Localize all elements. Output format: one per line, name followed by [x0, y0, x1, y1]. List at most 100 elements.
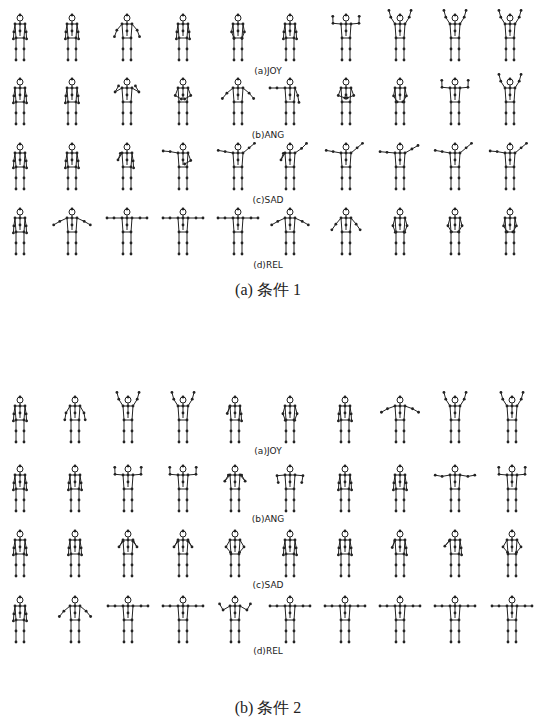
stick-figure [117, 392, 123, 406]
stick-figure [516, 540, 517, 554]
stick-figure [467, 79, 470, 82]
stick-figure [340, 419, 343, 422]
stick-figure [458, 553, 461, 556]
stick-figure [498, 9, 523, 61]
stick-figure [505, 112, 508, 115]
stick-figure [234, 102, 235, 124]
stick-figure [289, 396, 292, 399]
stick-figure [515, 499, 518, 502]
stick-figure [395, 540, 405, 541]
stick-figure [121, 217, 124, 220]
stick-figure [70, 540, 80, 541]
stick-figure [338, 406, 340, 421]
stick-figure [19, 208, 22, 211]
stick-figure [400, 24, 401, 36]
stick-figure [404, 420, 405, 442]
stick-figure [132, 620, 133, 642]
stick-figure [72, 153, 73, 165]
stick-figure [12, 489, 15, 492]
stick-figure [286, 489, 287, 511]
stick-figure [242, 152, 245, 155]
stick-figure [290, 88, 291, 100]
stick-figure [269, 78, 301, 126]
stick-figure [178, 188, 181, 191]
stick-figure [234, 38, 235, 60]
stick-figure [69, 539, 72, 542]
stick-figure [67, 153, 77, 154]
stick-figure [178, 606, 179, 620]
stick-figure [187, 475, 188, 489]
stick-figure [80, 406, 85, 420]
stick-figure [74, 412, 77, 415]
stick-figure [516, 406, 517, 420]
stick-figure [14, 152, 17, 155]
stick-figure [340, 475, 350, 476]
stick-figure [515, 10, 521, 24]
stick-figure [338, 540, 340, 555]
stick-figure [70, 499, 73, 502]
stick-figure [405, 489, 408, 492]
stick-figure [340, 540, 350, 541]
stick-figure [20, 218, 21, 230]
stick-figure [443, 530, 463, 578]
stick-figure [178, 575, 181, 578]
stick-figure [348, 488, 351, 491]
stick-figure [345, 94, 348, 97]
stick-figure [234, 546, 237, 549]
stick-figure [67, 24, 77, 25]
stick-figure [272, 218, 285, 225]
stick-figure [76, 38, 77, 60]
stick-figure [186, 123, 189, 126]
stick-figure [242, 87, 245, 90]
stick-figure [395, 153, 405, 154]
stick-figure [116, 391, 141, 443]
stick-figure [505, 123, 508, 126]
stick-figure [122, 242, 125, 245]
stick-figure [121, 87, 124, 90]
stick-figure [131, 419, 134, 422]
stick-figure [182, 530, 185, 533]
stick-figure [224, 150, 227, 153]
stick-figure [172, 392, 178, 406]
stick-figure [132, 218, 147, 219]
stick-figure [285, 101, 288, 104]
stick-figure [23, 641, 26, 644]
stick-figure [396, 489, 397, 511]
stick-figure [512, 475, 513, 487]
stick-figure [284, 539, 287, 542]
stick-figure [191, 398, 194, 401]
stick-figure [505, 88, 506, 102]
stick-figure [458, 123, 461, 126]
stick-figure [399, 530, 402, 533]
stick-figure [403, 430, 406, 433]
stick-figure [507, 419, 510, 422]
stick-figure [77, 153, 79, 168]
stick-figure [15, 166, 18, 169]
stick-figure [20, 475, 21, 487]
stick-figure [450, 153, 451, 167]
stick-figure [66, 152, 69, 155]
stick-figure [449, 152, 452, 155]
stick-figure [15, 48, 18, 51]
stick-figure [179, 489, 180, 511]
stick-figure [395, 177, 398, 180]
stick-figure [285, 123, 288, 126]
stick-figure [285, 488, 288, 491]
stick-figure [508, 420, 509, 442]
stick-figure [289, 152, 292, 155]
stick-figure [404, 38, 405, 60]
stick-figure [237, 143, 240, 146]
stick-figure [233, 123, 236, 126]
stick-figure [285, 218, 286, 232]
stick-figure [178, 123, 181, 126]
stick-figure [454, 412, 457, 415]
stick-figure [188, 218, 203, 219]
stick-figure [122, 166, 125, 169]
stick-figure [67, 242, 70, 245]
stick-figure [295, 554, 298, 557]
stick-figure [54, 218, 67, 225]
stick-figure [221, 78, 255, 126]
stick-figure [182, 30, 185, 33]
stick-figure [293, 441, 296, 444]
stick-figure [451, 554, 452, 576]
